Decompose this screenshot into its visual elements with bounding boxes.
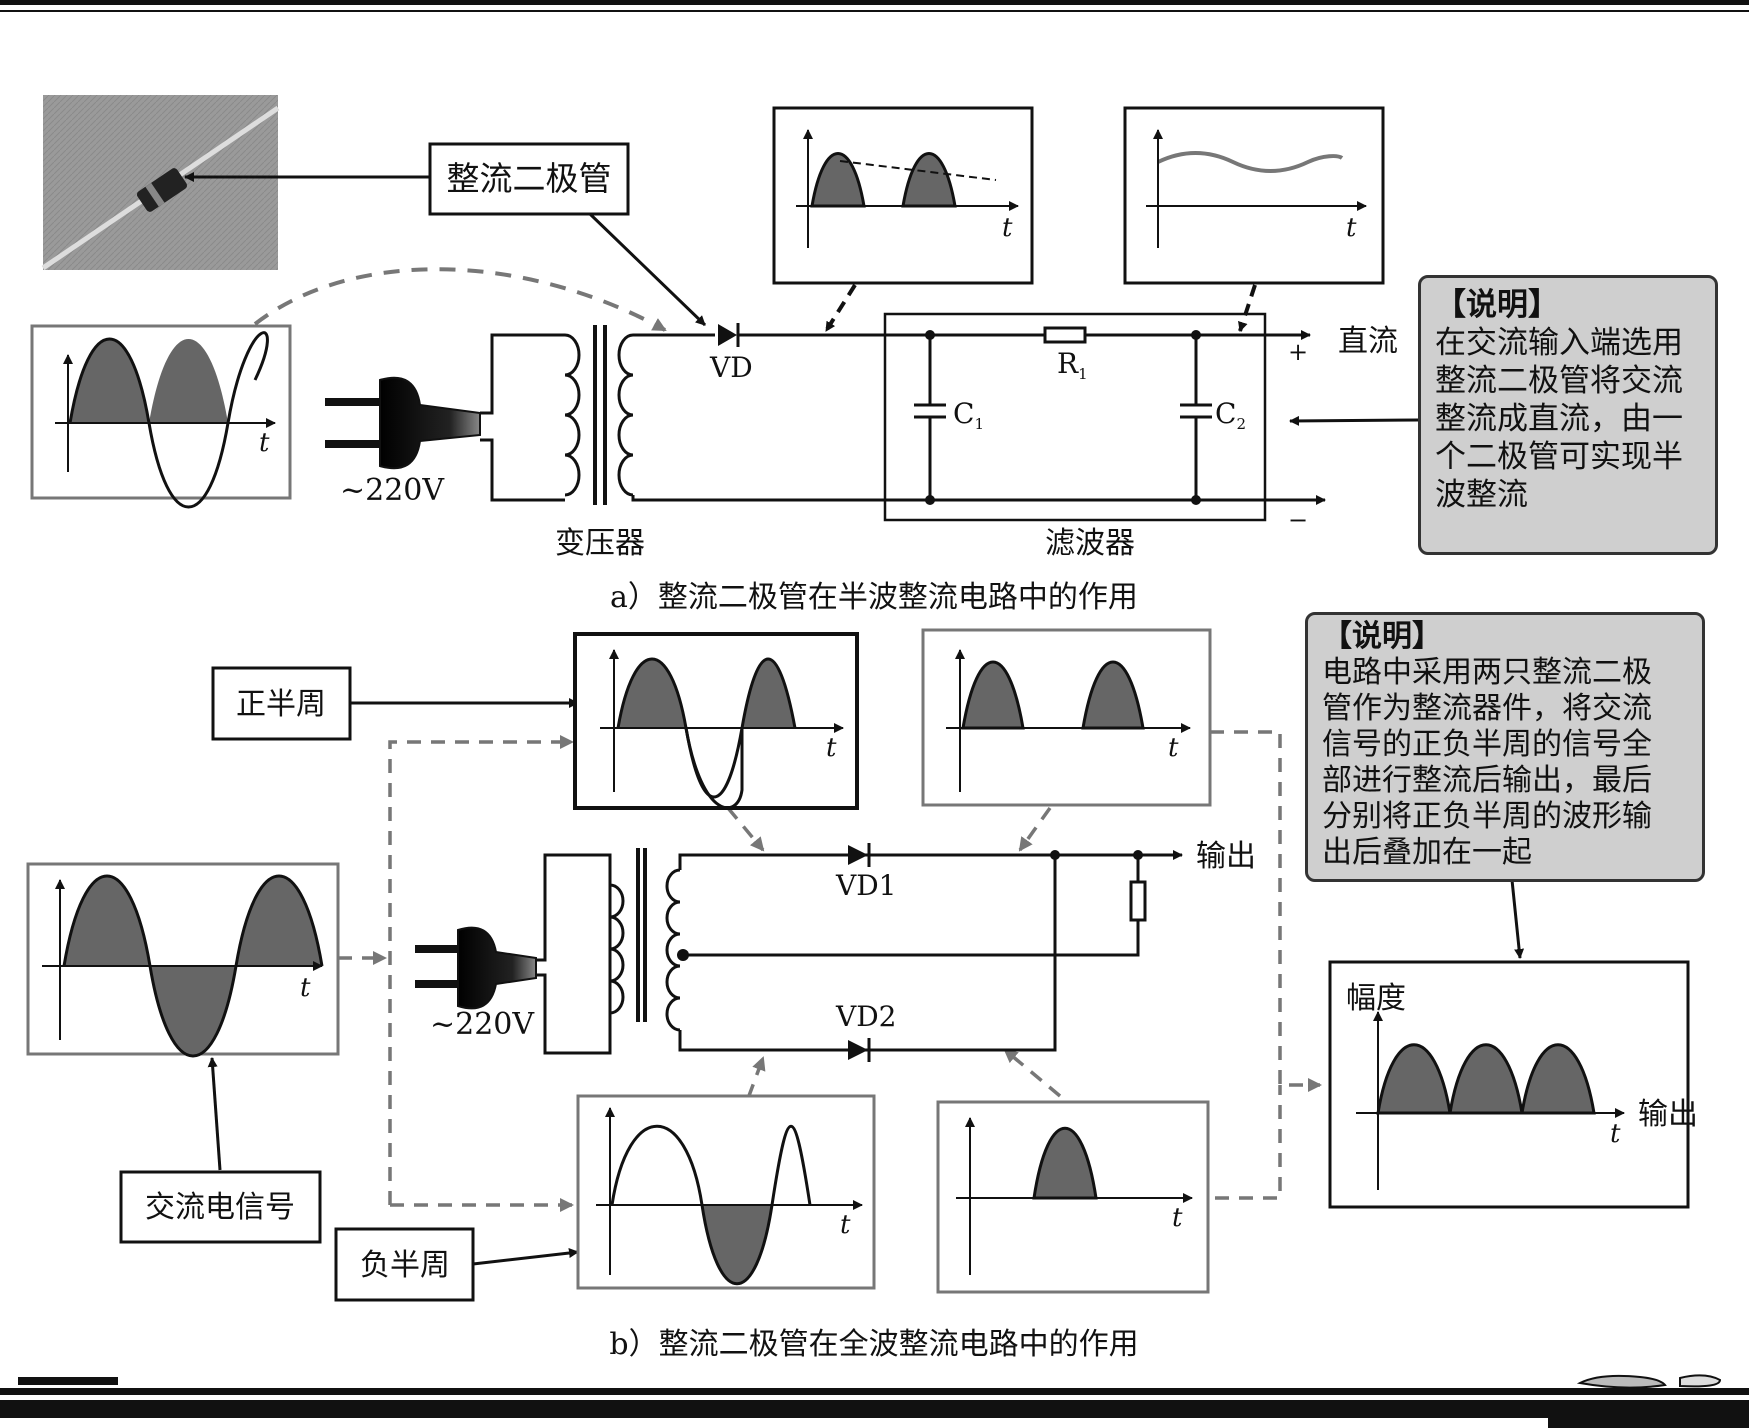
note-a: 【说明】 在交流输入端选用 整流二极管将交流 整流成直流，由一 个二极管可实现半…	[1418, 275, 1718, 555]
diode-vd2	[848, 1038, 871, 1062]
plus-label: +	[1288, 338, 1308, 366]
minus-label: −	[1288, 506, 1308, 534]
diode-vd	[718, 323, 740, 347]
input-sine-box-a: t	[30, 324, 292, 509]
svg-text:t: t	[840, 1210, 851, 1240]
svg-text:t: t	[1002, 213, 1013, 243]
filter-components	[914, 326, 1212, 500]
svg-text:t: t	[1172, 1203, 1183, 1233]
diode-photo	[41, 95, 280, 271]
note-b-line: 分别将正负半周的波形输	[1322, 799, 1652, 834]
note-b-line: 出后叠加在一起	[1322, 835, 1532, 870]
halfwave-output-box: t	[772, 106, 1034, 285]
dashed-routes-b	[338, 730, 1322, 1212]
note-a-line: 整流二极管将交流	[1435, 363, 1683, 399]
note-b-line: 信号的正负半周的信号全	[1322, 727, 1652, 762]
vd2-output-box: t	[936, 1100, 1210, 1294]
output-axis-label: 输出	[1638, 1097, 1698, 1132]
rectifier-diode-label: 整流二极管	[447, 159, 612, 198]
note-b-line: 管作为整流器件，将交流	[1322, 691, 1652, 726]
caption-b: b）整流二极管在全波整流电路中的作用	[609, 1327, 1138, 1362]
caption-a: a）整流二极管在半波整流电路中的作用	[610, 580, 1138, 615]
vd2-label: VD2	[835, 1000, 896, 1033]
negative-half-label: 负半周	[360, 1248, 450, 1283]
ac-input-box: t	[26, 862, 340, 1058]
r1-label: R	[1057, 347, 1079, 380]
svg-text:R1: R1	[1057, 347, 1088, 383]
positive-half-wave-box: t	[573, 632, 859, 810]
positive-half-label-box: 正半周	[211, 666, 352, 741]
c2-label: C	[1215, 397, 1236, 430]
svg-text:t: t	[1610, 1119, 1621, 1149]
dc-label: 直流	[1338, 324, 1398, 359]
dc-output-box: t	[1123, 106, 1385, 285]
voltage-label-a: ~220V	[340, 473, 445, 508]
output-label: 输出	[1196, 839, 1256, 874]
svg-text:t: t	[300, 973, 311, 1003]
c1-label: C	[953, 397, 974, 430]
note-a-line: 波整流	[1435, 477, 1528, 513]
svg-text:t: t	[826, 733, 837, 763]
filter-label: 滤波器	[1045, 526, 1135, 561]
power-plug-icon	[325, 376, 481, 470]
rectifier-diode-label-box: 整流二极管	[428, 142, 630, 216]
svg-text:C1: C1	[953, 397, 984, 433]
negative-half-label-box: 负半周	[334, 1227, 475, 1302]
negative-half-wave-box: t	[576, 1094, 876, 1290]
axis-t: t	[259, 428, 270, 458]
note-b-line: 电路中采用两只整流二极	[1322, 655, 1652, 690]
svg-text:t: t	[1168, 733, 1179, 763]
svg-text:C2: C2	[1215, 397, 1246, 433]
positive-half-label: 正半周	[236, 687, 326, 722]
note-b: 【说明】 电路中采用两只整流二极 管作为整流器件，将交流 信号的正负半周的信号全…	[1305, 612, 1705, 882]
transformer-a	[480, 325, 1325, 505]
ac-signal-label: 交流电信号	[145, 1190, 295, 1225]
junction-dots-b	[677, 850, 1143, 961]
power-plug-icon-b	[415, 926, 537, 1010]
vd-label: VD	[709, 351, 753, 384]
note-a-line: 个二极管可实现半	[1435, 439, 1683, 475]
note-b-line: 部进行整流后输出，最后	[1322, 763, 1652, 798]
transformer-label: 变压器	[555, 526, 645, 561]
fullwave-output-box: 幅度 t 输出	[1328, 960, 1698, 1209]
amplitude-label: 幅度	[1346, 981, 1406, 1016]
voltage-label-b: ~220V	[430, 1007, 535, 1042]
vd1-output-box: t	[921, 628, 1212, 807]
ac-signal-label-box: 交流电信号	[119, 1170, 322, 1244]
note-b-heading: 【说明】	[1322, 619, 1442, 654]
note-a-line: 整流成直流，由一	[1435, 401, 1683, 437]
svg-text:t: t	[1346, 213, 1357, 243]
vd1-label: VD1	[835, 869, 896, 902]
filter-box	[883, 312, 1267, 522]
junction-dots-a	[925, 330, 1201, 505]
note-a-line: 在交流输入端选用	[1435, 325, 1683, 361]
diode-vd1	[848, 843, 871, 867]
note-a-heading: 【说明】	[1435, 287, 1559, 323]
